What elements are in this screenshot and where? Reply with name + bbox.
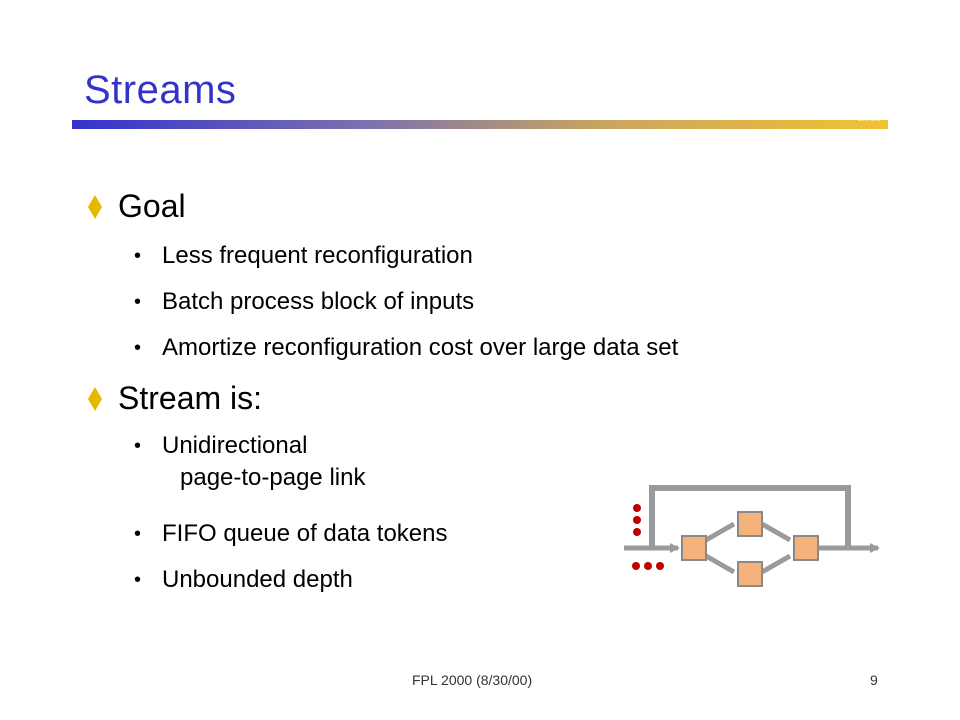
sub-bullet: • FIFO queue of data tokens — [134, 518, 448, 550]
sub-bullet: • Unidirectional page-to-page link — [134, 432, 366, 491]
page-node — [793, 535, 819, 561]
page-node — [681, 535, 707, 561]
token-dot — [632, 562, 640, 570]
dot-bullet-icon: • — [134, 523, 142, 545]
diamond-bullet-icon — [88, 386, 102, 411]
dot-bullet-icon: • — [134, 569, 142, 591]
token-dot — [644, 562, 652, 570]
token-dot — [633, 528, 641, 536]
token-dot — [633, 504, 641, 512]
dot-bullet-icon: • — [134, 245, 142, 267]
token-dot — [633, 516, 641, 524]
edge — [760, 521, 792, 543]
bullet-label: Goal — [118, 188, 186, 224]
page-node — [737, 561, 763, 587]
edge — [704, 553, 736, 575]
page-node — [737, 511, 763, 537]
page-number: 9 — [870, 672, 878, 688]
edge — [760, 553, 792, 575]
token-dot — [656, 562, 664, 570]
sub-bullet: • Batch process block of inputs — [134, 286, 474, 318]
bullet-label: Stream is: — [118, 380, 263, 416]
bullet-goal: Goal — [88, 188, 186, 225]
sub-bullet: • Unbounded depth — [134, 564, 353, 596]
footer-conference: FPL 2000 (8/30/00) — [412, 672, 533, 688]
bullet-stream-is: Stream is: — [88, 380, 262, 417]
diamond-bullet-icon — [88, 194, 102, 219]
dot-bullet-icon: • — [134, 291, 142, 313]
feedback-edge — [649, 485, 851, 548]
stream-diagram — [624, 485, 880, 587]
slide-title: Streams — [84, 68, 237, 112]
edge — [704, 521, 736, 543]
brass-tag: BRASS — [858, 117, 881, 123]
dot-bullet-icon: • — [134, 337, 142, 359]
sub-bullet: • Amortize reconfiguration cost over lar… — [134, 332, 678, 364]
sub-bullet: • Less frequent reconfiguration — [134, 240, 473, 272]
title-rule — [72, 120, 888, 129]
dot-bullet-icon: • — [134, 435, 142, 457]
